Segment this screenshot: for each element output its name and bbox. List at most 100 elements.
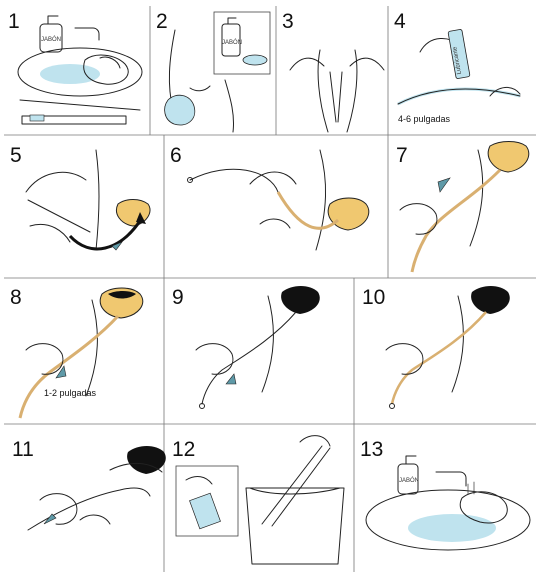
catheter <box>390 311 487 405</box>
leg-outline <box>224 79 234 133</box>
sink-basin <box>17 47 143 97</box>
panel-step-6: 6 <box>170 144 370 251</box>
body-outline <box>85 299 98 397</box>
body-outline <box>95 149 100 251</box>
soap-bottle-icon <box>39 23 63 53</box>
water-pool <box>40 64 100 84</box>
direction-arrow-icon <box>111 241 123 251</box>
direction-arrow-icon <box>225 373 237 385</box>
direction-arrow-icon <box>43 513 57 525</box>
soap-pump <box>47 15 59 25</box>
catheter-tip <box>199 403 205 409</box>
catheter-sleeve <box>271 447 331 527</box>
catheter-package <box>21 115 127 125</box>
body-outline <box>315 149 327 251</box>
right-hand <box>349 57 385 71</box>
inset-box <box>175 465 239 537</box>
trash-bag <box>249 487 341 495</box>
bladder-emptying <box>108 291 136 299</box>
soap-label: JABÓN <box>41 36 61 43</box>
panel-step-9: 9 <box>172 286 320 409</box>
soap-label: JABÓN <box>222 39 242 46</box>
hand-detail <box>99 56 121 69</box>
soap-bottle-icon <box>221 23 241 57</box>
lubricant-packet <box>29 114 45 122</box>
holding-hand <box>249 171 297 185</box>
catheter <box>27 199 91 233</box>
catheter-being-removed <box>27 487 151 531</box>
step-number-4: 4 <box>394 10 406 33</box>
bladder-empty <box>471 286 510 314</box>
lower-hand <box>79 514 111 525</box>
body-outline <box>109 463 163 473</box>
bladder-empty <box>127 446 166 474</box>
step-number-8: 8 <box>10 286 22 309</box>
soap-pump <box>405 455 417 465</box>
catheter-drain-end <box>189 168 279 193</box>
bladder <box>327 197 370 231</box>
step-number-11: 11 <box>12 438 34 461</box>
panel-step-1: 1 JABÓN <box>8 10 143 125</box>
panel-step-13: 13 JABÓN <box>360 438 531 551</box>
catheter-tip <box>389 403 395 409</box>
body-outline <box>261 295 274 393</box>
length-note-8: 1-2 pulgadas <box>44 388 97 398</box>
soap-bottle-icon <box>397 463 419 495</box>
washing-hands <box>83 54 129 85</box>
panel-step-2: 2 JABÓN <box>156 10 271 133</box>
water-bowl <box>242 54 268 66</box>
panel-step-7: 7 <box>396 141 530 273</box>
panel-grid <box>4 6 536 572</box>
second-hand <box>489 87 521 97</box>
hand-outline <box>385 343 424 375</box>
direction-arrow-icon <box>55 365 67 379</box>
insertion-path-arrow <box>68 217 144 251</box>
direction-arrow-icon <box>437 177 451 193</box>
step-number-2: 2 <box>156 10 168 33</box>
step-number-9: 9 <box>172 286 184 309</box>
step-number-3: 3 <box>282 10 294 33</box>
lower-hand <box>259 218 291 229</box>
body-outline <box>451 295 464 393</box>
body-contour-right <box>346 49 358 133</box>
catheter-with-urine <box>18 314 120 419</box>
catheter-packaged <box>19 99 141 111</box>
hand-outline <box>25 343 64 375</box>
faucet <box>74 27 100 41</box>
catheter-tube <box>329 71 337 123</box>
panel-step-12: 12 <box>172 435 345 565</box>
upper-hand <box>39 493 78 525</box>
inserted-catheter <box>410 168 502 273</box>
lubricant-tube-icon <box>447 29 471 79</box>
step-number-6: 6 <box>170 144 182 167</box>
hand-outline <box>189 85 211 92</box>
step-number-5: 5 <box>10 144 22 167</box>
lower-hand <box>29 224 71 243</box>
step-number-12: 12 <box>172 438 195 461</box>
panel-step-3: 3 <box>282 10 385 133</box>
hand-outline <box>195 343 234 375</box>
step-number-7: 7 <box>396 144 408 167</box>
hand-outline <box>299 435 331 447</box>
hand-outline <box>399 203 438 235</box>
step-number-13: 13 <box>360 438 383 461</box>
body-outline <box>469 149 484 247</box>
panel-step-8: 8 1-2 pulgadas <box>10 286 144 419</box>
panel-step-11: 11 <box>12 438 166 531</box>
trash-can <box>245 487 345 565</box>
inserted-catheter <box>276 191 339 230</box>
length-note-4: 4-6 pulgadas <box>398 114 451 124</box>
upper-hand <box>25 171 87 193</box>
catheter-outline <box>397 88 521 105</box>
lubricant-label: Lubricante <box>452 45 463 74</box>
water-pool <box>408 514 496 542</box>
catheter <box>201 311 297 405</box>
soap-label: JABÓN <box>399 477 419 484</box>
hand-outline <box>185 476 213 485</box>
soap-pump <box>227 17 237 25</box>
washing-hands <box>459 491 508 524</box>
panel-step-10: 10 <box>362 286 510 409</box>
step-number-10: 10 <box>362 286 385 309</box>
bladder <box>487 141 530 173</box>
